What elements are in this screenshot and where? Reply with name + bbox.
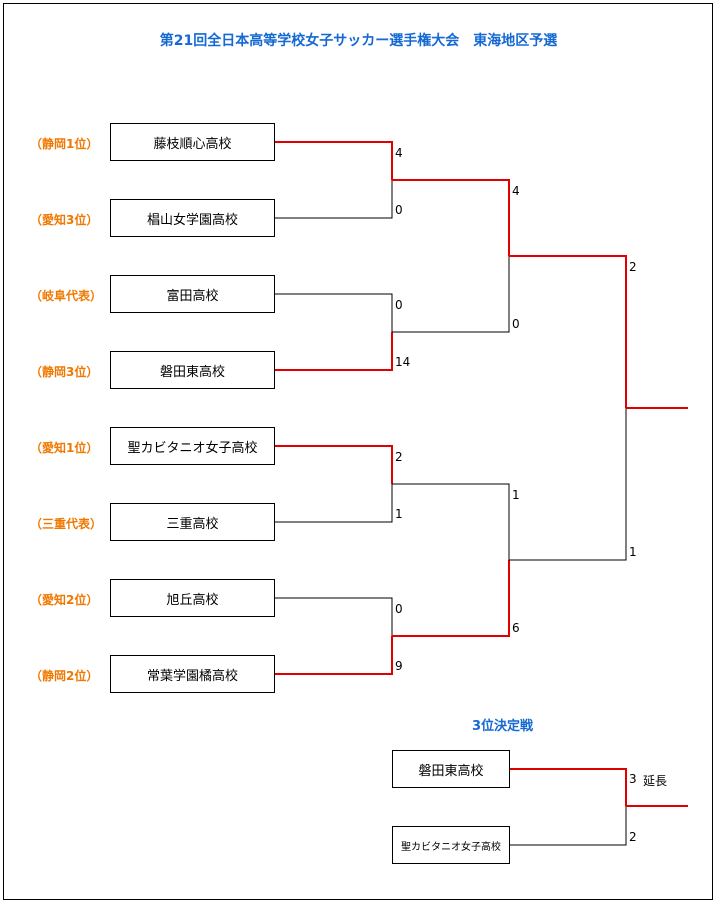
- score-label: 0: [395, 298, 403, 312]
- seed-label: （愛知3位）: [30, 213, 99, 227]
- score-label: 4: [512, 184, 520, 198]
- seed-label: （愛知2位）: [30, 593, 99, 607]
- line-r1m3-bottom: [275, 484, 393, 523]
- line-r1m4-bottom: [275, 636, 393, 675]
- seed-label: （愛知1位）: [30, 441, 99, 455]
- score-label: 14: [395, 355, 411, 369]
- seed-label: （静岡1位）: [30, 137, 99, 151]
- line-r1m4-top: [275, 597, 393, 636]
- score-label: 9: [395, 659, 403, 673]
- third-place-team-box: 磐田東高校: [392, 750, 510, 788]
- score-label: 2: [629, 260, 637, 274]
- line-sf1-top: [392, 179, 510, 256]
- team-box: 三重高校: [110, 503, 275, 541]
- third-place-title: 3位決定戦: [472, 719, 534, 734]
- score-label: 2: [629, 830, 637, 844]
- bracket-frame: [3, 3, 713, 900]
- overtime-note: 延長: [643, 774, 668, 788]
- page-title: 第21回全日本高等学校女子サッカー選手権大会 東海地区予選: [159, 33, 558, 49]
- seed-label: （静岡2位）: [30, 669, 99, 683]
- team-box: 聖カビタニオ女子高校: [110, 427, 275, 465]
- line-final-top: [509, 255, 627, 408]
- score-label: 1: [629, 545, 637, 559]
- team-box: 旭丘高校: [110, 579, 275, 617]
- team-box: 椙山女学園高校: [110, 199, 275, 237]
- score-label: 1: [395, 507, 403, 521]
- team-box: 藤枝順心高校: [110, 123, 275, 161]
- score-label: 0: [395, 203, 403, 217]
- team-box: 磐田東高校: [110, 351, 275, 389]
- line-3rd-bottom: [509, 806, 627, 846]
- seed-label: （三重代表）: [30, 517, 103, 531]
- score-label: 0: [395, 602, 403, 616]
- line-sf2-top: [392, 483, 510, 560]
- score-label: 0: [512, 317, 520, 331]
- line-sf1-bottom: [392, 256, 510, 333]
- score-label: 2: [395, 450, 403, 464]
- line-r1m3-top: [275, 445, 393, 484]
- team-box: 富田高校: [110, 275, 275, 313]
- line-r1m1-top: [275, 141, 393, 180]
- line-r1m2-top: [275, 293, 393, 332]
- seed-label: （静岡3位）: [30, 365, 99, 379]
- score-label: 6: [512, 621, 520, 635]
- line-3rd-top: [509, 768, 627, 806]
- third-place-team-box: 聖カビタニオ女子高校: [392, 826, 510, 864]
- team-box: 常葉学園橘高校: [110, 655, 275, 693]
- line-final-bottom: [509, 408, 627, 561]
- seed-label: （岐阜代表）: [30, 289, 103, 303]
- line-r1m1-bottom: [275, 180, 393, 219]
- score-label: 4: [395, 146, 403, 160]
- score-label: 1: [512, 488, 520, 502]
- score-label: 3: [629, 772, 637, 786]
- line-sf2-bottom: [392, 560, 510, 637]
- line-r1m2-bottom: [275, 332, 393, 371]
